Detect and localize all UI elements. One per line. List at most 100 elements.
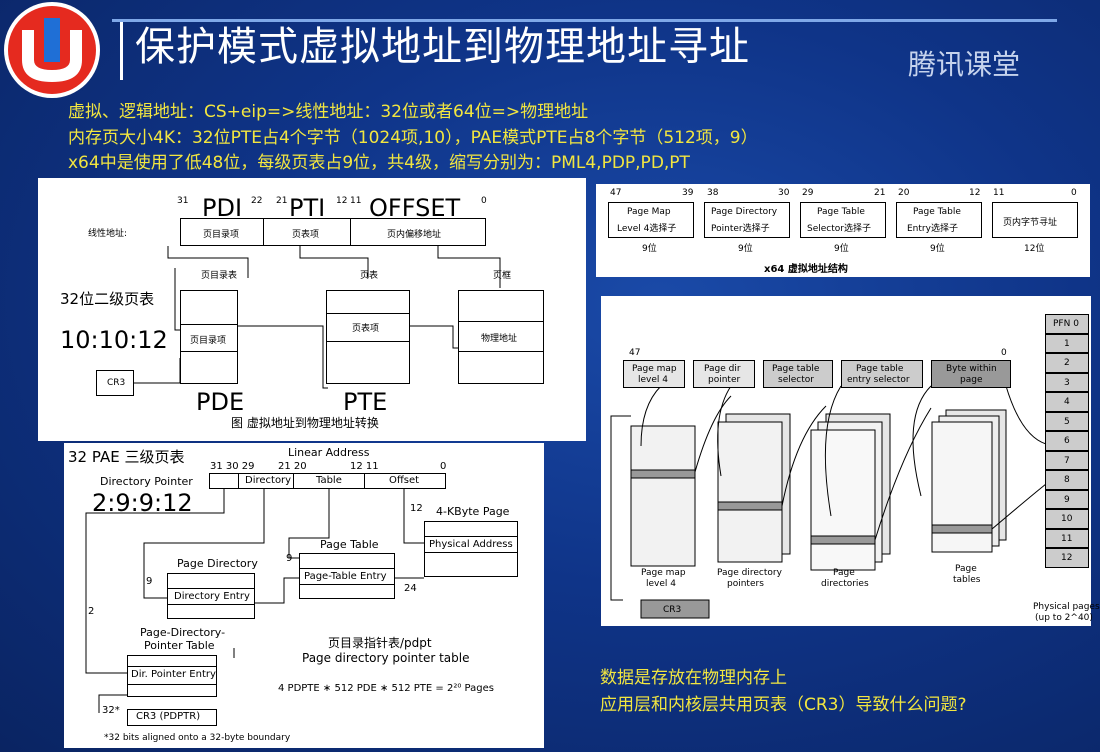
pfn-cell: 1 xyxy=(1045,333,1089,353)
pfn-cell-label: 8 xyxy=(1064,475,1070,485)
logo xyxy=(0,0,110,100)
x64-bit-29: 29 xyxy=(802,188,814,198)
pae-formula: 4 PDPTE ∗ 512 PDE ∗ 512 PTE = 2²⁰ Pages xyxy=(278,683,494,694)
walk-bit-47: 47 xyxy=(629,348,641,358)
fig1-caption: 图 虚拟地址到物理地址转换 xyxy=(231,416,379,430)
field-pde-label: 页目录项 xyxy=(203,230,240,240)
field-pte: 页表项 xyxy=(263,218,351,246)
pfn-cell: 12 xyxy=(1045,548,1089,568)
figure-x64-walk-lines xyxy=(610,385,1047,619)
pfn-cell: 4 xyxy=(1045,392,1089,412)
pae-field-offset: Offset xyxy=(364,473,446,489)
pfn-cell: 3 xyxy=(1045,372,1089,392)
pae-cr3-box: CR3 (PDPTR) xyxy=(127,709,217,726)
pae-bit-0: 0 xyxy=(440,461,447,472)
bottom-note-2: 应用层和内核层共用页表（CR3）导致什么问题? xyxy=(600,695,967,715)
x64-bit-38: 38 xyxy=(707,188,719,198)
pae-pdpt: Dir. Pointer Entry xyxy=(127,655,217,697)
pfn-cell-label: 9 xyxy=(1064,494,1070,505)
brand-watermark: 腾讯课堂 xyxy=(908,48,1021,81)
pae-field-offset-label: Offset xyxy=(389,475,420,486)
page-frame-title: 页框 xyxy=(493,271,512,281)
walk-tbl-pt-l1: Page xyxy=(955,564,977,574)
pae-field-dirptr xyxy=(209,473,239,489)
pae-n9a: 9 xyxy=(146,576,153,587)
pae-pte-label: Page-Table Entry xyxy=(304,571,387,582)
pfn-cell-label: 6 xyxy=(1064,436,1070,446)
page-title: 保护模式虚拟地址到物理地址寻址 xyxy=(135,24,750,70)
x64-field-offset: 页内字节寻址 xyxy=(992,202,1078,238)
bit-11: 11 xyxy=(350,196,362,206)
pae-dirptr-entry-label: Dir. Pointer Entry xyxy=(131,669,216,680)
pfn-cell: 7 xyxy=(1045,450,1089,470)
pfn-column: PFN 0 1 2 3 4 5 6 7 8 9 10 11 12 xyxy=(1045,314,1089,568)
walk-sel-pdp-l2: pointer xyxy=(708,375,741,385)
walk-sel-pml4-l1: Page map xyxy=(632,364,677,374)
figure-pae-lines xyxy=(85,488,424,713)
pfn-cell-label: 3 xyxy=(1064,377,1070,388)
walk-sel-pd: Page table selector xyxy=(763,360,833,388)
walk-sel-pdp-l1: Page dir xyxy=(704,364,741,374)
title-divider xyxy=(120,22,123,80)
x64-field-pml4: Page Map Level 4选择子 xyxy=(608,202,694,238)
page-frame: 物理地址 xyxy=(458,290,544,384)
phys-addr-label: 物理地址 xyxy=(481,334,518,344)
x64-field-pml4-l1: Page Map xyxy=(627,207,671,217)
walk-sel-pd-l1: Page table xyxy=(772,364,820,374)
x64-caption: x64 虚拟地址结构 xyxy=(764,264,848,275)
walk-sel-pt: Page table entry selector xyxy=(841,360,923,388)
pae-bits-31-29: 31 30 29 xyxy=(210,461,255,472)
walk-sel-byte: Byte within page xyxy=(931,360,1011,388)
field-offset-label: 页内偏移地址 xyxy=(387,230,442,240)
x64-bit-21: 21 xyxy=(874,188,886,198)
pfn-cell-label: 4 xyxy=(1064,397,1070,407)
x64-field-pd: Page Table Selector选择子 xyxy=(800,202,886,238)
pfn-cell-label: PFN 0 xyxy=(1053,319,1079,329)
walk-phys-l1: Physical pages xyxy=(1033,602,1100,612)
pae-n24: 24 xyxy=(404,583,417,594)
pfn-cell-label: 7 xyxy=(1064,455,1070,466)
pfn-cell-label: 12 xyxy=(1061,553,1073,563)
walk-sel-pml4-l2: level 4 xyxy=(638,375,668,385)
bit-12: 12 xyxy=(336,196,348,206)
pae-4k-page-box: Physical Address xyxy=(424,521,518,577)
walk-sel-pt-l2: entry selector xyxy=(847,375,910,385)
figure-x64-walk: 47 0 Page map level 4 Page dir pointer P… xyxy=(601,296,1100,626)
pae-field-directory-label: Directory xyxy=(245,475,292,486)
x64-field-offset-l1: 页内字节寻址 xyxy=(1003,218,1058,228)
page-directory-table: 页目录项 xyxy=(180,290,238,384)
label-offset: OFFSET xyxy=(369,194,461,222)
x64-field-pml4-l2: Level 4选择子 xyxy=(617,224,677,234)
x64-field-pdp: Page Directory Pointer选择子 xyxy=(704,202,790,238)
pfn-cell: 6 xyxy=(1045,431,1089,451)
pfn-cell-label: 5 xyxy=(1064,416,1070,427)
bit-0: 0 xyxy=(481,196,487,206)
pae-pdpt-title1: Page-Directory- xyxy=(140,626,226,639)
pae-4k-page: 4-KByte Page xyxy=(436,505,510,518)
pae-pd-title: Page Directory xyxy=(177,557,258,570)
x64-bit-12: 12 xyxy=(969,188,981,198)
pae-field-directory: Directory xyxy=(238,473,294,489)
x64-bits-offset: 12位 xyxy=(1024,244,1045,254)
pae-n12: 12 xyxy=(410,503,423,514)
cr3-label: CR3 xyxy=(107,378,126,388)
x64-field-pd-l1: Page Table xyxy=(817,207,865,217)
bit-21: 21 xyxy=(276,196,288,206)
pae-field-table-label: Table xyxy=(316,475,342,486)
x64-bit-39: 39 xyxy=(682,188,694,198)
annot-32bit-2level: 32位二级页表 xyxy=(60,290,155,308)
walk-sel-pml4: Page map level 4 xyxy=(623,360,685,388)
label-pti: PTI xyxy=(289,194,326,222)
bottom-note-1: 数据是存放在物理内存上 xyxy=(600,668,787,688)
field-pde: 页目录项 xyxy=(180,218,264,246)
pd-title: 页目录表 xyxy=(201,271,238,281)
annot-split: 10:10:12 xyxy=(60,326,168,354)
pfn-cell: 5 xyxy=(1045,411,1089,431)
pae-n32: 32* xyxy=(102,705,120,716)
walk-cr3-label: CR3 xyxy=(663,605,682,615)
walk-sel-byte-l2: page xyxy=(960,375,983,385)
pae-bits-12-11: 12 11 xyxy=(350,461,379,472)
field-offset: 页内偏移地址 xyxy=(350,218,486,246)
bit-31: 31 xyxy=(177,196,189,206)
pt-title: 页表 xyxy=(360,271,379,281)
